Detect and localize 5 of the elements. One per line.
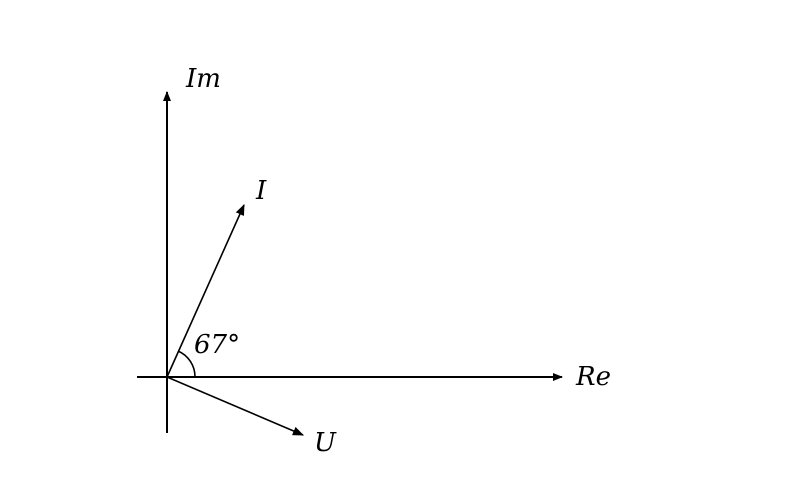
axis-label: Re xyxy=(576,362,611,392)
angle-label: 67° xyxy=(194,330,240,360)
axis-label: Im xyxy=(186,64,221,94)
vector-label: I xyxy=(256,176,266,206)
vector-label: U xyxy=(314,428,336,458)
